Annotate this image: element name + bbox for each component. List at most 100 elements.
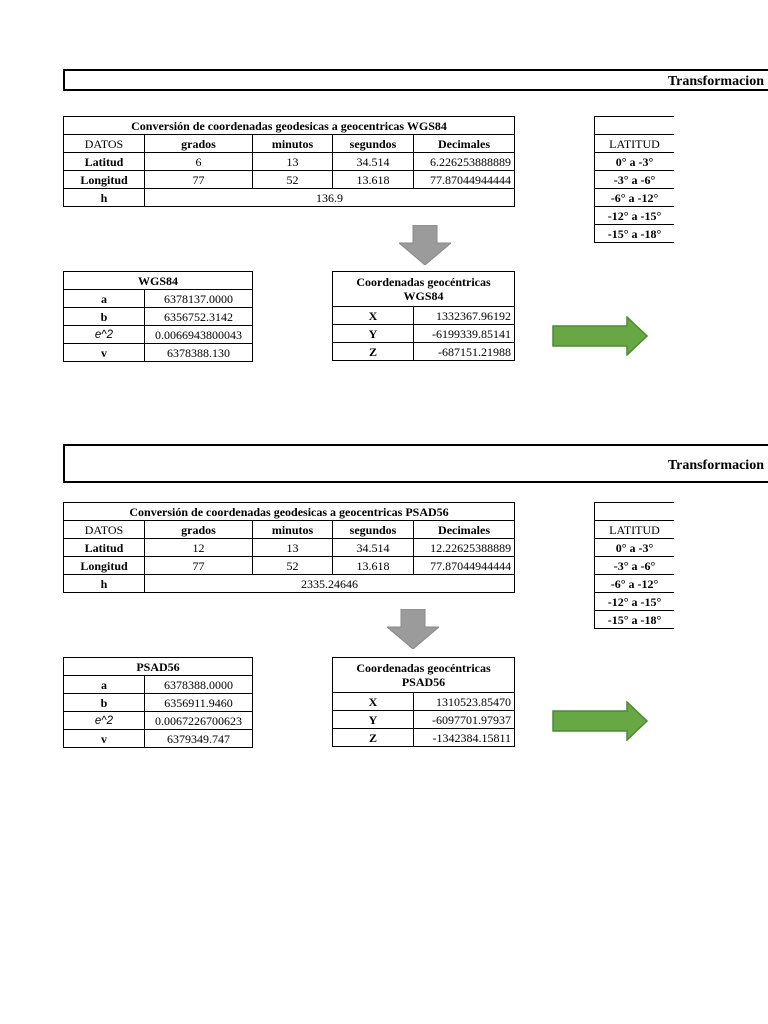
table-row: -6° a -12° [594,188,674,207]
arrow-down-icon [387,609,439,649]
geocentric-heading: Coordenadas geocéntricas PSAD56 [331,657,516,693]
latitud-decimales: 6.226253888889 [412,152,516,171]
param-value-e2: 0.0067226700623 [144,711,253,730]
conversion-heading: Conversión de coordenadas geodesicas a g… [62,502,516,521]
row-label-longitud: Longitud [63,170,145,189]
h-value: 136.9 [143,188,516,207]
row-label-latitud: Latitud [63,152,145,171]
param-label-e2: e^2 [63,325,145,344]
latitud-range: -12° a -15° [594,592,674,611]
table-row: Z-1342384.15811 [332,728,516,747]
table-row: -12° a -15° [594,592,674,611]
latitud-range: -15° a -18° [594,224,674,243]
table-row: -15° a -18° [594,224,674,243]
table-row: 0° a -3° [594,538,674,557]
latitud-minutos: 13 [252,152,333,171]
geocentric-heading: Coordenadas geocéntricas WGS84 [331,271,516,307]
coord-label-z: Z [332,728,414,747]
param-value-e2: 0.0066943800043 [143,325,254,344]
section-2-title: Transformacion [63,444,768,483]
row-label-h: h [63,188,145,207]
table-row: h 136.9 [63,188,516,207]
param-value-a: 6378137.0000 [143,289,254,308]
coord-value-z: -1342384.15811 [412,728,516,747]
table-row: Z-687151.21988 [332,342,516,361]
table-row: -15° a -18° [594,610,674,629]
param-label-b: b [63,693,145,712]
param-value-v: 6379349.747 [144,729,253,748]
latitud-grados: 12 [144,538,253,557]
table-row: Longitud 77 52 13.618 77.87044944444 [63,556,516,575]
table-row: h 2335.24646 [63,574,516,593]
latitud-col-header: LATITUD [594,520,674,539]
col-header-grados: grados [144,520,253,539]
latitud-range: 0° a -3° [594,152,674,171]
latitud-range: -6° a -12° [594,188,674,207]
latitud-range: -6° a -12° [594,574,674,593]
param-value-v: 6378388.130 [143,343,254,362]
table-row: -6° a -12° [594,574,674,593]
coord-label-y: Y [332,710,414,729]
ellipsoid-heading: WGS84 [62,271,254,290]
longitud-decimales: 77.87044944444 [412,556,516,575]
geocentric-heading-line2: PSAD56 [401,675,446,689]
param-value-a: 6378388.0000 [144,675,253,694]
param-label-a: a [63,289,145,308]
coord-value-z: -687151.21988 [412,342,516,361]
table-row: Y-6097701.97937 [332,710,516,729]
table-row: -3° a -6° [594,170,674,189]
table-row: Y-6199339.85141 [332,324,516,343]
latitud-col-header: LATITUD [594,134,674,153]
coord-label-x: X [332,692,414,711]
longitud-minutos: 52 [252,170,333,189]
latitud-range: 0° a -3° [594,538,674,557]
latitud-segundos: 34.514 [332,152,414,171]
param-label-a: a [63,675,145,694]
col-header-decimales: Decimales [412,134,516,153]
longitud-minutos: 52 [252,556,333,575]
table-row: Latitud 6 13 34.514 6.226253888889 [63,152,516,171]
section-1-title: Transformacion [63,69,768,91]
arrow-down-icon [399,225,451,265]
table-row: -12° a -15° [594,206,674,225]
coord-label-z: Z [332,342,414,361]
table-row: -3° a -6° [594,556,674,575]
partial-latitud-table-1: Pa LATITUD 0° a -3° -3° a -6° -6° a -12°… [594,116,674,254]
coord-label-y: Y [332,324,414,343]
table-row: Longitud 77 52 13.618 77.87044944444 [63,170,516,189]
coord-value-x: 1332367.96192 [412,306,516,325]
geocentric-heading-line1: Coordenadas geocéntricas [356,275,491,289]
param-label-v: v [63,343,145,362]
param-label-e2: e^2 [63,711,145,730]
latitud-range: -15° a -18° [594,610,674,629]
row-label-longitud: Longitud [63,556,145,575]
latitud-range: -3° a -6° [594,556,674,575]
coord-value-y: -6199339.85141 [412,324,516,343]
conversion-table-psad56: Conversión de coordenadas geodesicas a g… [62,502,516,593]
latitud-decimales: 12.22625388889 [412,538,516,557]
partial-heading: Pa [594,116,674,135]
param-value-b: 6356911.9460 [144,693,253,712]
longitud-decimales: 77.87044944444 [412,170,516,189]
partial-heading: Pa [594,502,674,521]
row-label-h: h [63,574,145,593]
coord-value-x: 1310523.85470 [412,692,516,711]
table-row: Latitud 12 13 34.514 12.22625388889 [63,538,516,557]
conversion-heading: Conversión de coordenadas geodesicas a g… [62,116,516,135]
col-header-datos: DATOS [63,520,145,539]
col-header-minutos: minutos [252,520,333,539]
longitud-grados: 77 [144,170,253,189]
coord-label-x: X [332,306,414,325]
